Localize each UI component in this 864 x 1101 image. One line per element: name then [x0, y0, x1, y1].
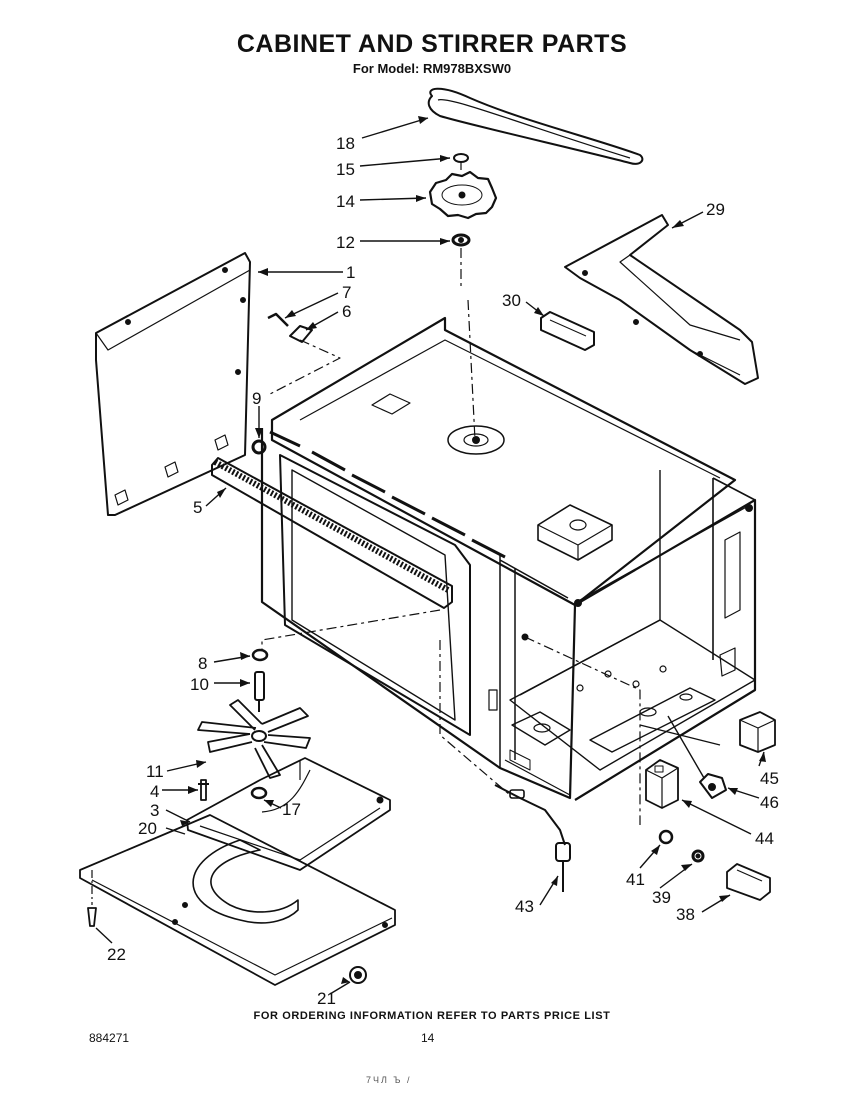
callout-20: 20 — [138, 819, 157, 838]
part-41-nut — [658, 829, 674, 845]
part-12-washer — [451, 233, 471, 247]
scan-mark: 7ЧЛ Ъ / — [366, 1075, 412, 1085]
callout-38: 38 — [676, 905, 695, 924]
callout-3: 3 — [150, 801, 159, 820]
callout-46: 46 — [760, 793, 779, 812]
part-4-screw — [198, 779, 209, 801]
callout-11: 11 — [146, 762, 164, 781]
callout-5: 5 — [193, 498, 202, 517]
part-46-thermostat — [699, 773, 727, 799]
part-44-switch — [645, 759, 679, 809]
callout-41: 41 — [626, 870, 645, 889]
callout-9: 9 — [252, 389, 261, 408]
part-3-stirrer-bracket — [186, 757, 391, 871]
callout-22: 22 — [107, 945, 126, 964]
part-5-trim-bar — [211, 457, 453, 609]
callout-7: 7 — [342, 283, 351, 302]
part-14-stirrer-blade — [428, 170, 498, 220]
part-7-screw — [267, 312, 289, 327]
model-subtitle: For Model: RM978BXSW0 — [352, 61, 512, 76]
part-39-washer — [691, 849, 705, 863]
part-45-thermal-cutout — [739, 711, 776, 753]
callout-6: 6 — [342, 302, 351, 321]
page-title: CABINET AND STIRRER PARTS — [236, 30, 628, 58]
part-29-air-guide — [564, 214, 759, 385]
catalog-number: 884271 — [89, 1031, 130, 1045]
ordering-note: FOR ORDERING INFORMATION REFER TO PARTS … — [253, 1010, 611, 1022]
part-30-terminal-block — [540, 311, 595, 351]
part-9-nut — [251, 439, 267, 455]
part-17-nut — [250, 786, 268, 800]
callout-labels: 18 15 14 12 29 1 7 6 30 9 5 8 10 11 4 17… — [107, 134, 779, 1008]
dash-line-5 — [261, 609, 441, 650]
callout-21: 21 — [317, 989, 336, 1008]
callout-8: 8 — [198, 654, 207, 673]
part-15-clip — [453, 153, 469, 170]
part-22-screw — [87, 870, 97, 927]
callout-43: 43 — [515, 897, 534, 916]
part-10-shaft — [254, 671, 265, 712]
callout-44: 44 — [755, 829, 774, 848]
callout-12: 12 — [336, 233, 355, 252]
leader-lines — [95, 117, 765, 995]
part-11-stirrer-fan — [197, 699, 311, 779]
callout-17: 17 — [282, 800, 301, 819]
callout-14: 14 — [336, 192, 355, 211]
part-8-bearing — [251, 648, 269, 662]
part-20-cover-plate — [79, 814, 396, 986]
part-21-foot — [349, 966, 367, 984]
callout-39: 39 — [652, 888, 671, 907]
cabinet-body — [260, 316, 757, 825]
callout-18: 18 — [336, 134, 355, 153]
part-38-switch — [726, 863, 771, 901]
callout-15: 15 — [336, 160, 355, 179]
callout-30: 30 — [502, 291, 521, 310]
callout-45: 45 — [760, 769, 779, 788]
part-43-sensor — [494, 784, 571, 892]
mount-dash-line-6 — [269, 339, 341, 395]
part-1-side-panel — [95, 252, 251, 516]
callout-4: 4 — [150, 782, 159, 801]
page-number: 14 — [421, 1031, 435, 1045]
stirrer-axis-line — [460, 248, 476, 441]
part-6-clip — [289, 325, 313, 343]
callout-10: 10 — [190, 675, 209, 694]
callout-29: 29 — [706, 200, 725, 219]
part-18-belt — [427, 87, 644, 165]
callout-1: 1 — [346, 263, 355, 282]
leader-arrowheads — [180, 116, 766, 984]
